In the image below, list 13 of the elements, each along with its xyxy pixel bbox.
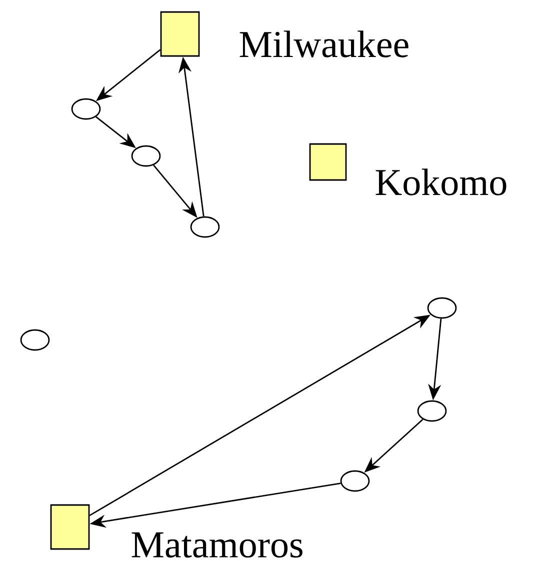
- place-label: Matamoros: [132, 532, 302, 558]
- circle-node: [340, 470, 370, 492]
- square-node: [160, 11, 200, 57]
- circle-node: [190, 216, 220, 238]
- square-node: [50, 504, 90, 550]
- circle-node: [71, 98, 101, 120]
- place-label: Milwaukee: [240, 30, 408, 58]
- place-label: Kokomo: [376, 168, 506, 196]
- circle-node: [20, 329, 50, 351]
- circle-node: [427, 297, 457, 319]
- circle-node: [417, 400, 447, 422]
- square-node: [309, 143, 347, 181]
- circle-node: [131, 145, 161, 167]
